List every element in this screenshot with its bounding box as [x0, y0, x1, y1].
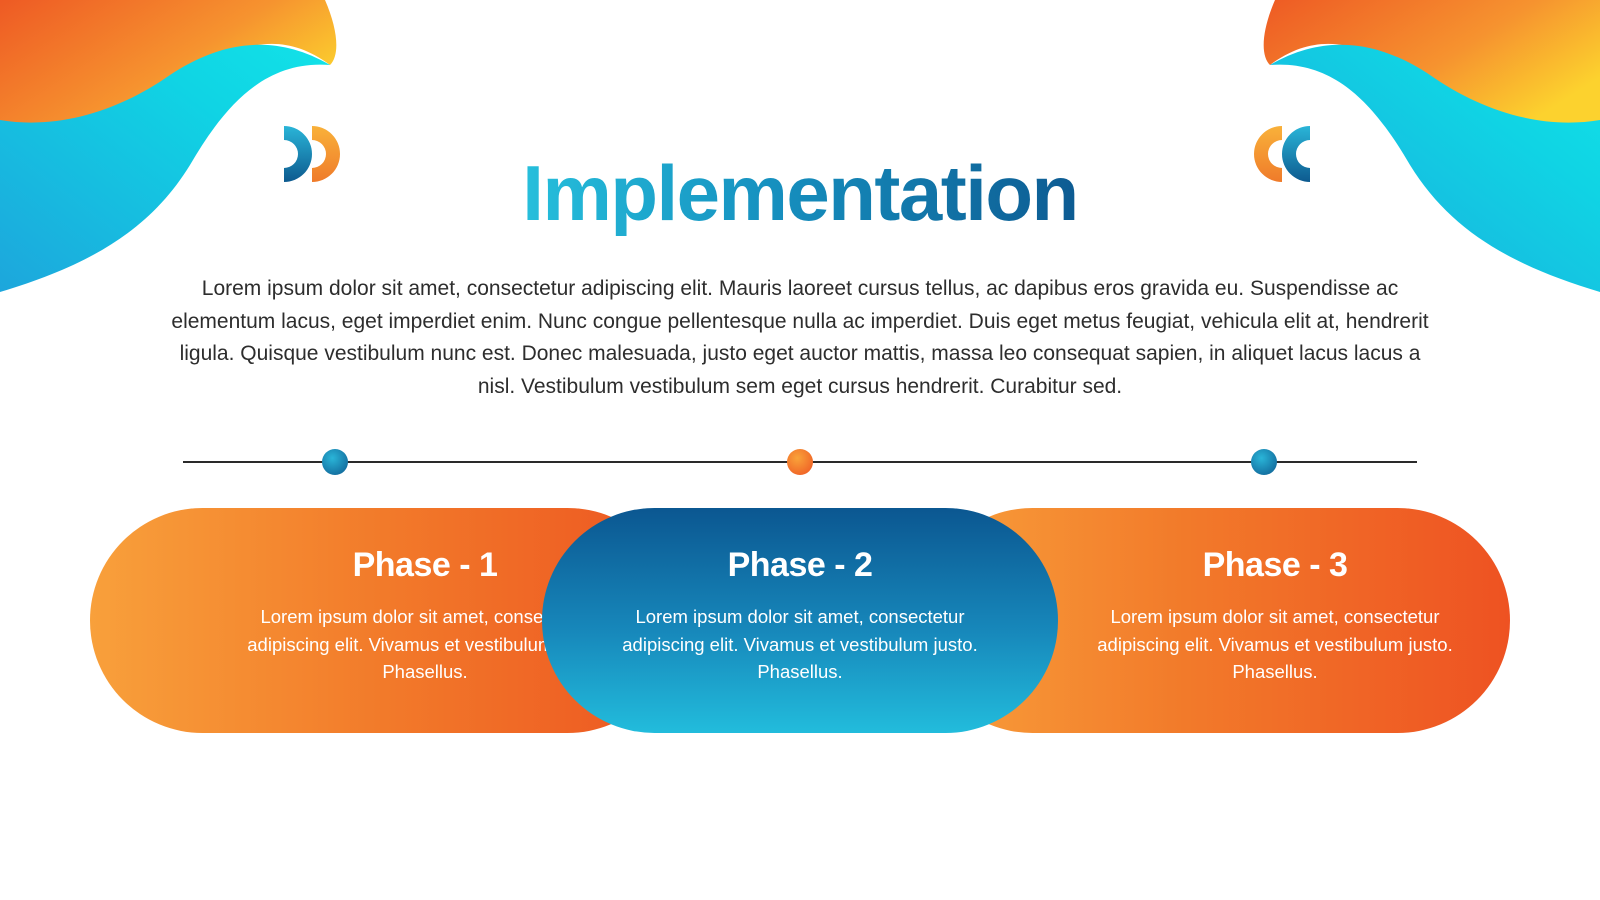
phase-title: Phase - 1	[352, 546, 498, 584]
double-chevron-right-icon	[284, 126, 340, 182]
page-title: Implementation	[522, 149, 1079, 237]
timeline-dot-phase-3	[1251, 449, 1277, 475]
phase-title: Phase - 2	[727, 546, 873, 584]
phase-description: Lorem ipsum dolor sit amet, consectetur …	[247, 606, 603, 682]
timeline-dot-phase-1	[322, 449, 348, 475]
decorative-wave-right	[1263, 0, 1600, 293]
decorative-wave-left	[0, 0, 337, 293]
phase-title: Phase - 3	[1202, 546, 1348, 584]
phase-card-2: Phase - 2 Lorem ipsum dolor sit amet, co…	[542, 508, 1058, 733]
double-chevron-left-icon	[1254, 126, 1310, 182]
timeline-dot-phase-2	[787, 449, 813, 475]
phase-description: Lorem ipsum dolor sit amet, consectetur …	[1097, 606, 1453, 682]
intro-paragraph: Lorem ipsum dolor sit amet, consectetur …	[171, 277, 1429, 398]
timeline	[0, 447, 1600, 477]
phase-description: Lorem ipsum dolor sit amet, consectetur …	[622, 606, 978, 682]
